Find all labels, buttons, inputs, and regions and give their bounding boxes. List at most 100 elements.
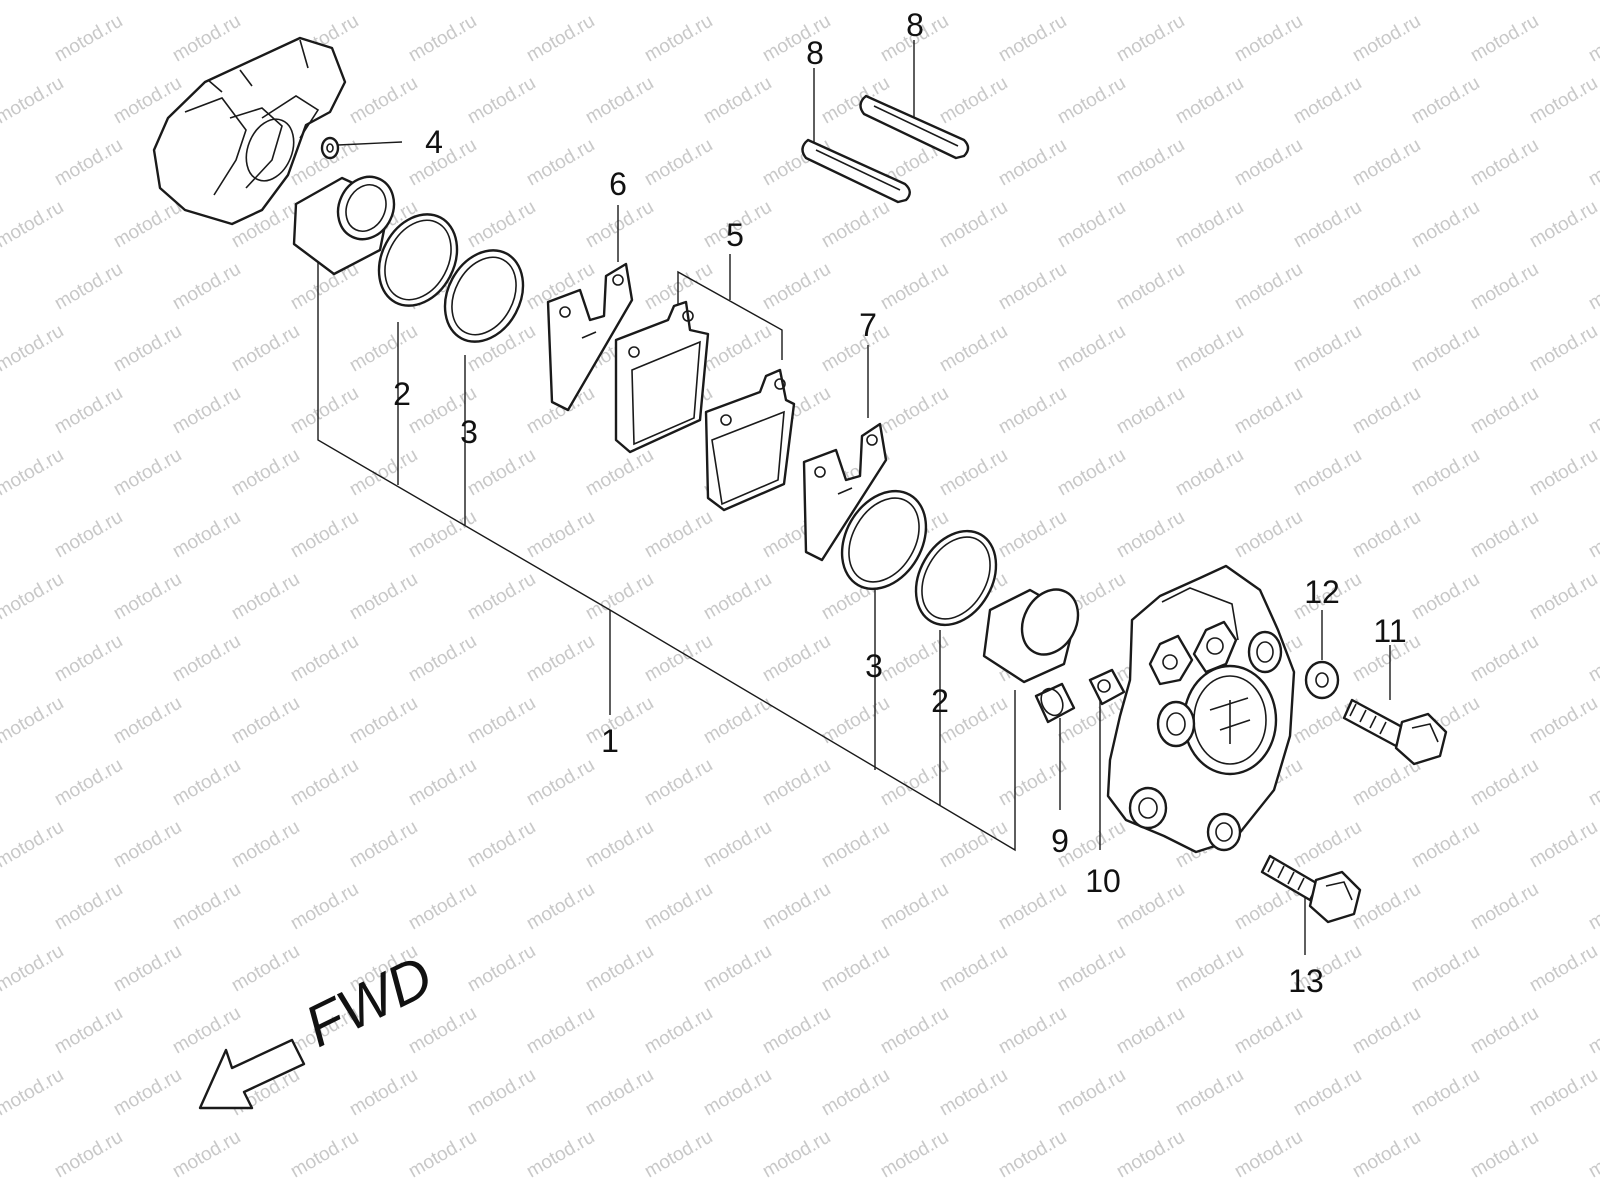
- watermark-text: motod.ru: [51, 879, 126, 935]
- watermark-text: motod.ru: [936, 445, 1011, 501]
- watermark-text: motod.ru: [1349, 11, 1424, 67]
- watermark-text: motod.ru: [995, 879, 1070, 935]
- callout-12: 12: [1304, 574, 1340, 610]
- watermark-text: motod.ru: [464, 693, 539, 749]
- watermark-text: motod.ru: [1408, 197, 1483, 253]
- watermark-text: motod.ru: [995, 383, 1070, 439]
- watermark-text: motod.ru: [464, 941, 539, 997]
- watermark-text: motod.ru: [877, 1003, 952, 1059]
- watermark-text: motod.ru: [995, 259, 1070, 315]
- right-piston: [982, 588, 1080, 684]
- watermark-text: motod.ru: [641, 11, 716, 67]
- watermark-text: motod.ru: [1585, 1127, 1600, 1183]
- watermark-text: motod.ru: [936, 73, 1011, 129]
- watermark-text: motod.ru: [346, 445, 421, 501]
- callout-1: 1: [601, 723, 619, 759]
- watermark-text: motod.ru: [346, 321, 421, 377]
- watermark-text: motod.ru: [169, 755, 244, 811]
- part-5-brake-pad-rear: [704, 368, 796, 512]
- watermark-text: motod.ru: [1408, 1065, 1483, 1121]
- watermark-text: motod.ru: [582, 693, 657, 749]
- watermark-text: motod.ru: [464, 73, 539, 129]
- watermark-text: motod.ru: [346, 693, 421, 749]
- watermark-text: motod.ru: [0, 569, 67, 625]
- watermark-text: motod.ru: [1408, 817, 1483, 873]
- part-10-bleeder-valve: [1088, 668, 1126, 706]
- watermark-text: motod.ru: [464, 197, 539, 253]
- watermark-text: motod.ru: [1467, 879, 1542, 935]
- watermark-text: motod.ru: [1585, 631, 1600, 687]
- watermark-text: motod.ru: [877, 383, 952, 439]
- watermark-text: motod.ru: [169, 259, 244, 315]
- watermark-text: motod.ru: [523, 135, 598, 191]
- part-8-pad-spring-a: [801, 138, 911, 204]
- watermark-text: motod.ru: [1526, 197, 1600, 253]
- watermark-text: motod.ru: [110, 321, 185, 377]
- watermark-text: motod.ru: [464, 445, 539, 501]
- callout-2-right: 2: [931, 683, 949, 719]
- watermark-text: motod.ru: [1172, 941, 1247, 997]
- watermark-text: motod.ru: [1113, 507, 1188, 563]
- watermark-text: motod.ru: [995, 755, 1070, 811]
- watermark-text: motod.ru: [1172, 1065, 1247, 1121]
- watermark-text: motod.ru: [51, 135, 126, 191]
- watermark-text: motod.ru: [0, 73, 67, 129]
- watermark-text: motod.ru: [1408, 941, 1483, 997]
- watermark-text: motod.ru: [1113, 879, 1188, 935]
- watermark-text: motod.ru: [51, 631, 126, 687]
- callout-2-left: 2: [393, 376, 411, 412]
- watermark-text: motod.ru: [346, 73, 421, 129]
- watermark-text: motod.ru: [0, 445, 67, 501]
- callout-5: 5: [726, 217, 744, 253]
- left-seal-2: [377, 213, 459, 307]
- watermark-text: motod.ru: [936, 1065, 1011, 1121]
- watermark-text: motod.ru: [464, 569, 539, 625]
- watermark-text: motod.ru: [51, 383, 126, 439]
- watermark-text: motod.ru: [1231, 259, 1306, 315]
- watermark-text: motod.ru: [700, 73, 775, 129]
- watermark-text: motod.ru: [1408, 569, 1483, 625]
- watermark-text: motod.ru: [1349, 507, 1424, 563]
- watermark-text: motod.ru: [641, 631, 716, 687]
- callout-11: 11: [1373, 613, 1406, 649]
- callout-8-left: 8: [806, 35, 824, 71]
- watermark-text: motod.ru: [1113, 259, 1188, 315]
- watermark-text: motod.ru: [700, 817, 775, 873]
- watermark-text: motod.ru: [228, 941, 303, 997]
- watermark-text: motod.ru: [0, 693, 67, 749]
- left-piston: [292, 175, 396, 276]
- watermark-text: motod.ru: [1467, 383, 1542, 439]
- watermark-text: motod.ru: [1467, 507, 1542, 563]
- watermark-text: motod.ru: [1467, 135, 1542, 191]
- callout-13: 13: [1288, 963, 1324, 999]
- watermark-text: motod.ru: [110, 693, 185, 749]
- watermark-text: motod.ru: [936, 197, 1011, 253]
- watermark-text: motod.ru: [1054, 941, 1129, 997]
- watermark-text: motod.ru: [523, 879, 598, 935]
- watermark-text: motod.ru: [523, 507, 598, 563]
- watermark-text: motod.ru: [1585, 11, 1600, 67]
- watermark-text: motod.ru: [582, 1065, 657, 1121]
- watermark-text: motod.ru: [1349, 1127, 1424, 1183]
- watermark-text: motod.ru: [1526, 321, 1600, 377]
- watermark-text: motod.ru: [1349, 135, 1424, 191]
- part-8-pad-spring-b: [859, 94, 970, 160]
- watermark-text: motod.ru: [877, 259, 952, 315]
- watermark-text: motod.ru: [1349, 383, 1424, 439]
- left-seal-3: [443, 249, 525, 343]
- watermark-text: motod.ru: [1231, 507, 1306, 563]
- watermark-text: motod.ru: [51, 1127, 126, 1183]
- watermark-text: motod.ru: [1172, 197, 1247, 253]
- callout-10: 10: [1085, 863, 1121, 899]
- watermark-text: motod.ru: [51, 11, 126, 67]
- watermark-text: motod.ru: [405, 1127, 480, 1183]
- watermark-text: motod.ru: [1113, 383, 1188, 439]
- part-6-shim: [546, 262, 634, 412]
- watermark-text: motod.ru: [1467, 755, 1542, 811]
- watermark-text: motod.ru: [877, 1127, 952, 1183]
- watermark-text: motod.ru: [1172, 321, 1247, 377]
- watermark-text: motod.ru: [641, 879, 716, 935]
- watermark-text: motod.ru: [1408, 321, 1483, 377]
- watermark-text: motod.ru: [1585, 135, 1600, 191]
- watermark-text: motod.ru: [1408, 445, 1483, 501]
